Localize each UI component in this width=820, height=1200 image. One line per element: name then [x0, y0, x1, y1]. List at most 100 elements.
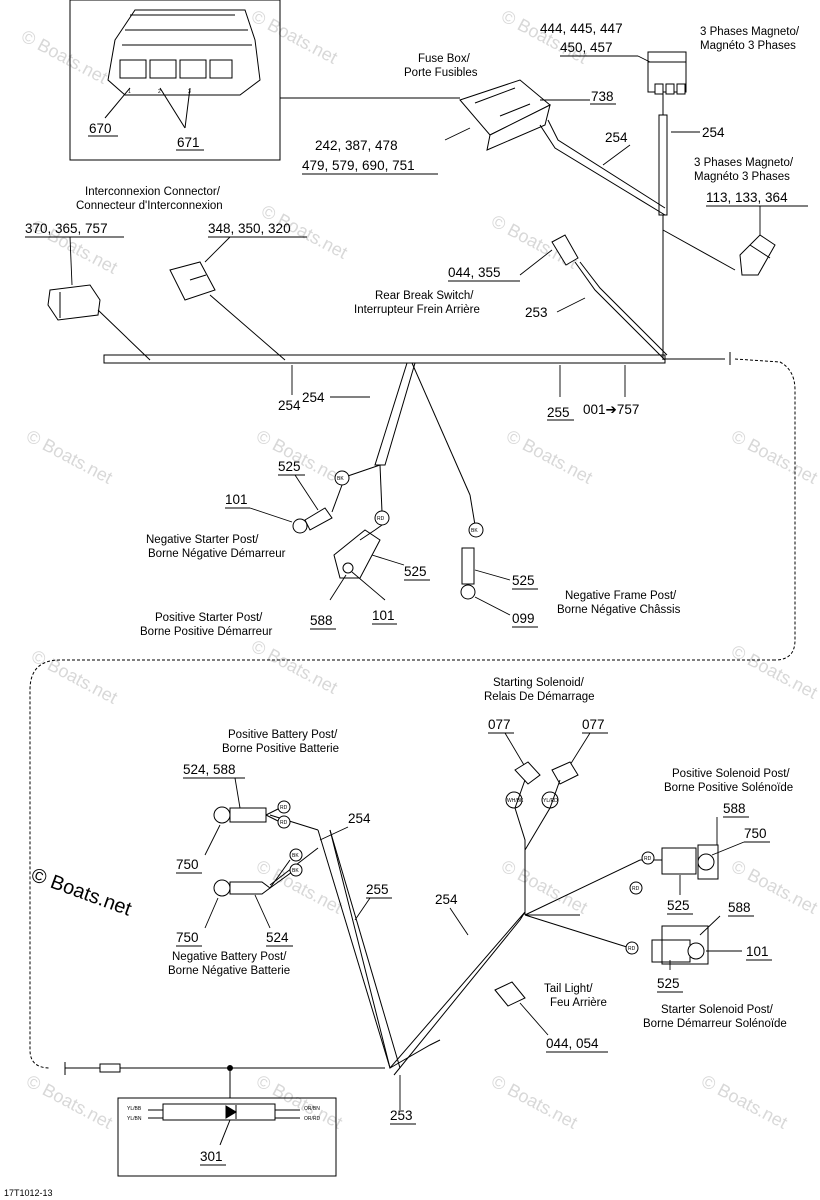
watermark: © Boats.net	[253, 1071, 346, 1133]
wire-code-circle	[289, 848, 303, 862]
leader-line	[354, 897, 371, 921]
part-number-348: 348, 350, 320	[208, 221, 291, 236]
magneto-top-label-en: 3 Phases Magneto/	[700, 26, 800, 38]
part-number-671: 671	[177, 135, 200, 150]
leader-line	[249, 507, 293, 523]
neg-frame-label-en: Negative Frame Post/	[565, 590, 677, 602]
wire	[579, 261, 668, 356]
watermark: © Boats.net	[23, 426, 116, 488]
neg-starter-label-en: Negative Starter Post/	[146, 534, 259, 546]
wire-code-yl-bn: YL/BN	[127, 1116, 142, 1122]
part-number-301: 301	[200, 1149, 223, 1164]
part-number-750-b: 750	[176, 930, 199, 945]
wire-code-circle	[277, 815, 291, 829]
positive-starter-terminal-icon	[333, 524, 383, 579]
pin-label: 3	[188, 89, 191, 95]
watermark: © Boats.net	[253, 426, 346, 488]
part-number-254-top: 254	[605, 130, 628, 145]
wire-code-bk: BK	[292, 853, 299, 859]
starter-solenoid-label-fr: Borne Démarreur Solénoïde	[643, 1018, 787, 1030]
figure-id: 17T1012-13	[4, 1188, 53, 1198]
rear-brake-label-fr: Interrupteur Frein Arrière	[354, 304, 480, 316]
part-number-525-a: 525	[278, 459, 301, 474]
pin-label: 1	[128, 89, 131, 95]
solenoid-connectors-icon	[514, 761, 579, 785]
part-number-044-054: 044, 054	[546, 1036, 599, 1051]
part-number-479: 479, 579, 690, 751	[302, 158, 415, 173]
fuse-box-leaders	[444, 99, 616, 141]
watermark: © Boats.net	[503, 426, 596, 488]
wire-code-circle	[468, 522, 484, 538]
neg-starter-label-fr: Borne Négative Démarreur	[148, 548, 286, 560]
wire-code-rd: RD	[280, 805, 288, 811]
leader-line	[449, 907, 469, 936]
leader-line	[319, 826, 349, 841]
part-number-750-c: 750	[744, 826, 767, 841]
leader-line	[519, 1002, 549, 1036]
wire-code-bk: BK	[471, 528, 478, 534]
lower-harness	[269, 779, 641, 1076]
watermark: © Boats.net	[23, 1071, 116, 1133]
leader-line	[254, 894, 271, 929]
tail-light-label-fr: Feu Arrière	[550, 997, 607, 1009]
tail-light-label-en: Tail Light/	[544, 983, 593, 995]
pos-battery-label-en: Positive Battery Post/	[228, 729, 338, 741]
starting-solenoid-label-fr: Relais De Démarrage	[484, 691, 595, 703]
wire-code-circle	[289, 863, 303, 877]
wire-code-bk: BK	[337, 476, 344, 482]
part-number-101-a: 101	[225, 492, 248, 507]
wire-code-rd: RD	[628, 946, 636, 952]
wire-code-or-bn: OR/BN	[304, 1106, 320, 1112]
part-number-101-b: 101	[372, 608, 395, 623]
wire-code-circle	[629, 881, 643, 895]
leader-line	[569, 732, 591, 766]
watermark: © Boats.net	[248, 6, 341, 68]
magneto-right-label-en: 3 Phases Magneto/	[694, 157, 794, 169]
watermark: © Boats.net	[248, 636, 341, 698]
leader-line	[519, 249, 553, 276]
watermark: © Boats.net	[498, 856, 591, 918]
part-number-113: 113, 133, 364	[706, 190, 788, 205]
watermark: © Boats.net	[18, 26, 111, 88]
wire-code-wh-bk: WH/BK	[507, 798, 524, 804]
wire-code-rd: RD	[280, 820, 288, 826]
part-number-253-top: 253	[525, 305, 548, 320]
rear-brake-switch-icon	[551, 234, 579, 266]
interconnexion-label-fr: Connecteur d'Interconnexion	[76, 200, 223, 212]
part-number-444: 444, 445, 447	[540, 21, 623, 36]
leader-line	[351, 571, 386, 601]
starter-branch	[341, 362, 476, 526]
magneto-right-label-fr: Magnéto 3 Phases	[694, 171, 790, 183]
watermark: © Boats.net	[698, 1071, 791, 1133]
wire-code-bk: BK	[292, 868, 299, 874]
magneto-connector-top-icon	[647, 51, 687, 95]
wire-code-yl-rd: YL/RD	[543, 798, 558, 804]
fuse-box-icon	[459, 79, 551, 151]
positive-battery-terminal-icon	[213, 806, 281, 824]
part-number-525-e: 525	[657, 976, 680, 991]
fuse-box-label-en: Fuse Box/	[418, 53, 471, 65]
part-number-588-b: 588	[723, 801, 746, 816]
leader-line	[699, 915, 721, 936]
harness-wires-top	[539, 94, 736, 360]
wire	[209, 294, 286, 361]
wire-code-circle	[277, 800, 291, 814]
wire-code-rd: RD	[644, 856, 652, 862]
leader-line	[474, 596, 511, 616]
main-harness	[29, 352, 796, 1075]
watermark: © Boats.net	[28, 646, 121, 708]
part-number-750-a: 750	[176, 857, 199, 872]
leader-line	[556, 297, 586, 313]
watermark: © Boats.net	[728, 426, 820, 488]
part-number-001: 001➔757	[583, 402, 639, 417]
bold-watermark: © Boats.net	[28, 864, 134, 921]
negative-battery-terminal-icon	[213, 859, 293, 897]
part-number-255-top: 255	[547, 405, 570, 420]
wire-code-rd: RD	[377, 516, 385, 522]
leader-line	[294, 474, 319, 511]
part-number-525-c: 525	[512, 573, 535, 588]
wire-code-or-rd: OR/RD	[304, 1116, 321, 1122]
neg-battery-label-en: Negative Battery Post/	[172, 951, 287, 963]
part-number-525-d: 525	[667, 898, 690, 913]
